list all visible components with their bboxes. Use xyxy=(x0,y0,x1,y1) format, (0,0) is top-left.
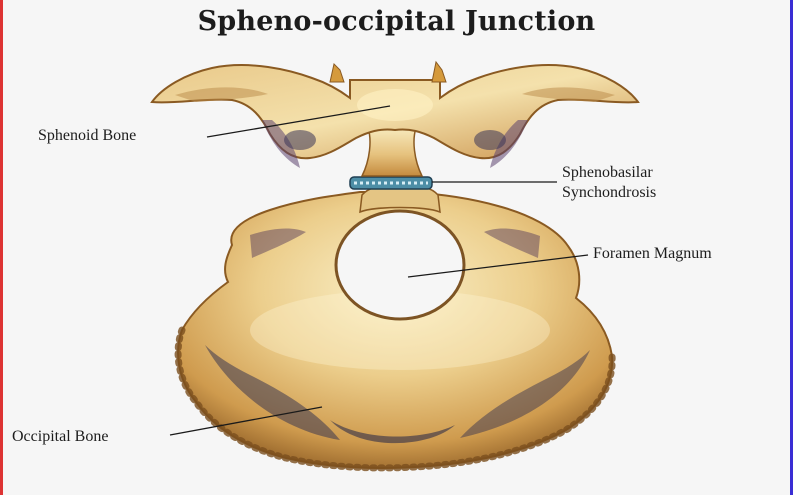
label-foramen-magnum: Foramen Magnum xyxy=(593,245,712,263)
label-sphenobasilar-line2: Synchondrosis xyxy=(562,184,656,202)
label-sphenobasilar-line1: Sphenobasilar xyxy=(562,164,653,182)
sphenoid-body-shape xyxy=(362,128,422,176)
diagram-title: Spheno-occipital Junction xyxy=(0,6,793,37)
label-occipital-bone: Occipital Bone xyxy=(12,428,108,446)
label-sphenoid-bone: Sphenoid Bone xyxy=(38,127,136,145)
foramen-magnum-opening xyxy=(336,211,464,319)
synchondrosis-band xyxy=(350,177,432,189)
